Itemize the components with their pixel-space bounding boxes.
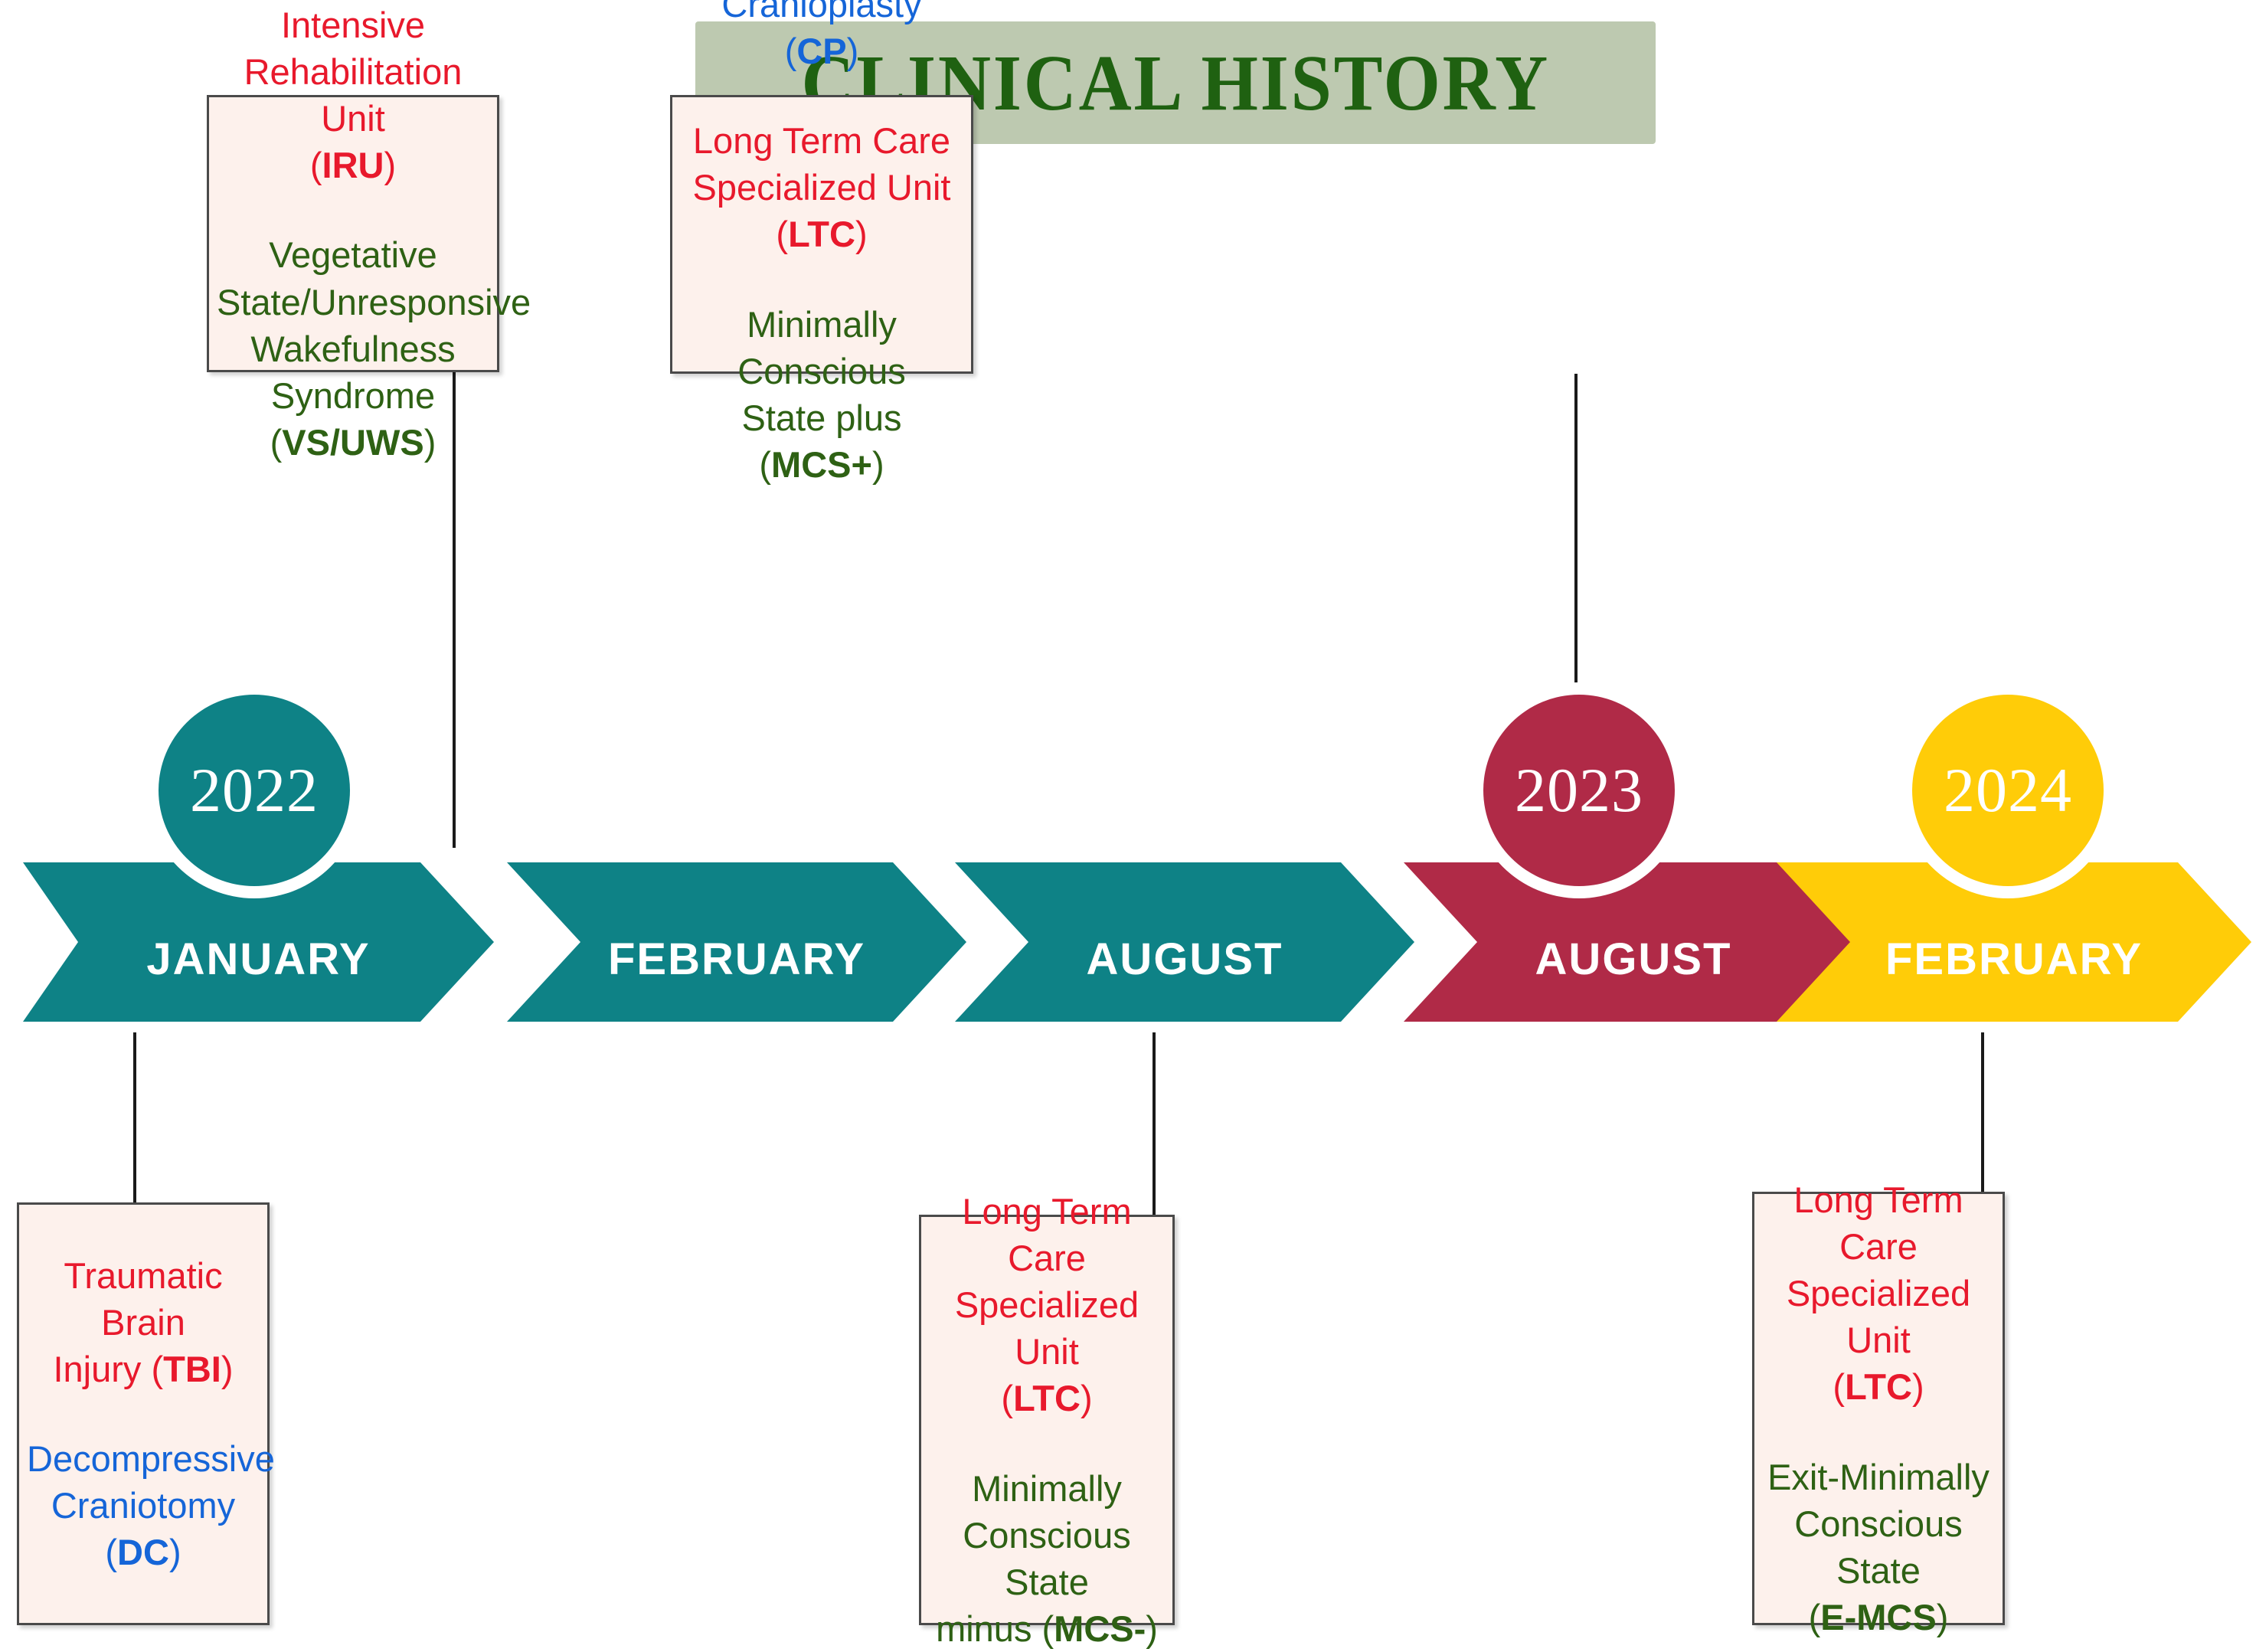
info-paragraph-ltc: Long Term Care Specialized Unit (LTC) [672, 117, 971, 257]
timeline-step-label: AUGUST [1535, 934, 1732, 984]
connector-line-february-2022 [453, 371, 456, 848]
text-line: Wakefulness Syndrome [250, 328, 456, 416]
text-line: (VS/UWS) [270, 421, 436, 463]
info-paragraph-cranioplasty: Cranioplasty (CP) [672, 0, 971, 74]
connector-line-august-2022 [1153, 1032, 1156, 1215]
abbreviation-vsuws: VS/UWS [282, 421, 424, 463]
info-paragraph-ltc-2024: Long Term Care Specialized Unit (LTC) [1754, 1176, 2003, 1410]
text-line: (E-MCS) [1808, 1596, 1949, 1637]
timeline-step-label: FEBRUARY [607, 934, 866, 984]
text-line: Minimally [972, 1467, 1122, 1509]
info-paragraph-mcsplus: Minimally Conscious State plus (MCS+) [672, 301, 971, 488]
text-line: Vegetative [269, 234, 437, 276]
text-line: State plus (MCS+) [741, 397, 902, 485]
info-paragraph-mcsminus: Minimally Conscious State minus (MCS-) [921, 1465, 1172, 1652]
timeline-step-label: FEBRUARY [1885, 934, 2143, 984]
abbreviation-ltc: LTC [1845, 1366, 1912, 1408]
info-box-august-2023: Cranioplasty (CP) Long Term Care Special… [670, 0, 973, 485]
info-box-february-2022: Intensive Rehabilitation Unit (IRU) Vege… [207, 5, 531, 463]
text-line: (LTC) [1001, 1378, 1093, 1419]
text-line: Craniotomy (DC) [51, 1485, 236, 1573]
text-line: Long Term Care [1793, 1179, 1963, 1268]
info-box-january-2022: Traumatic Brain Injury (TBI) Decompressi… [17, 1202, 275, 1625]
timeline-step-january-2022[interactable]: JANUARY [23, 862, 494, 1022]
connector-line-august-2023 [1574, 374, 1578, 848]
text-line: (LTC) [1833, 1366, 1924, 1408]
connector-line-february-2024 [1981, 1032, 1984, 1192]
text-line: Long Term Care [692, 120, 951, 162]
info-box-february-2024: Long Term Care Specialized Unit (LTC) Ex… [1752, 1179, 2005, 1637]
abbreviation-mcsplus: MCS+ [771, 443, 872, 485]
timeline-step-august-2023[interactable]: AUGUST [1404, 862, 1863, 1022]
abbreviation-emcs: E-MCS [1820, 1596, 1937, 1637]
year-badge-2022[interactable]: 2022 [159, 695, 350, 886]
text-line: Decompressive [27, 1438, 275, 1479]
abbreviation-ltc: LTC [788, 214, 855, 255]
text-line: Minimally Conscious [737, 303, 906, 391]
timeline-step-february-2022[interactable]: FEBRUARY [507, 862, 966, 1022]
text-line: Specialized Unit [954, 1284, 1139, 1372]
info-box-august-2022: Long Term Care Specialized Unit (LTC) Mi… [919, 1191, 1175, 1649]
text-line: Traumatic Brain [64, 1255, 223, 1343]
text-line: Specialized Unit (LTC) [692, 167, 951, 255]
text-line: State/Unresponsive [217, 281, 531, 322]
timeline-step-label: JANUARY [146, 934, 371, 984]
year-label: 2024 [1944, 755, 2072, 825]
abbreviation-mcsminus: MCS- [1054, 1608, 1146, 1649]
text-line: Unit [321, 98, 385, 139]
text-line: minus (MCS-) [936, 1608, 1158, 1649]
info-paragraph-tbi: Traumatic Brain Injury (TBI) [19, 1252, 267, 1392]
text-line: Conscious State [963, 1514, 1131, 1602]
info-paragraph-vsuws: Vegetative State/Unresponsive Wakefulnes… [209, 231, 531, 465]
info-paragraph-iru: Intensive Rehabilitation Unit (IRU) [209, 2, 497, 188]
timeline-step-label: AUGUST [1086, 934, 1283, 984]
year-badge-2023[interactable]: 2023 [1483, 695, 1675, 886]
abbreviation-tbi: TBI [163, 1348, 221, 1389]
year-label: 2022 [190, 755, 319, 825]
abbreviation-iru: IRU [322, 145, 384, 186]
text-line: Injury (TBI) [53, 1348, 234, 1389]
text-line: (IRU) [309, 145, 397, 186]
info-paragraph-emcs: Exit-Minimally Conscious State (E-MCS) [1754, 1454, 2003, 1641]
year-badge-2024[interactable]: 2024 [1912, 695, 2104, 886]
text-line: Exit-Minimally [1767, 1456, 1990, 1497]
timeline-step-august-2022[interactable]: AUGUST [955, 862, 1414, 1022]
text-line: Cranioplasty (CP) [721, 0, 922, 72]
abbreviation-ltc: LTC [1013, 1378, 1081, 1419]
text-line: Long Term Care [962, 1191, 1132, 1279]
abbreviation-dc: DC [117, 1532, 169, 1573]
year-label: 2023 [1515, 755, 1643, 825]
connector-line-january-2022 [133, 1032, 136, 1202]
text-line: Intensive Rehabilitation [244, 5, 463, 93]
abbreviation-cp: CP [796, 31, 847, 72]
text-line: Specialized Unit [1786, 1273, 1971, 1361]
timeline-step-february-2024[interactable]: FEBRUARY [1777, 862, 2251, 1022]
info-paragraph-dc: Decompressive Craniotomy (DC) [19, 1435, 275, 1575]
text-line: Conscious State [1794, 1503, 1963, 1591]
info-paragraph-ltc-2022: Long Term Care Specialized Unit (LTC) [921, 1188, 1172, 1421]
